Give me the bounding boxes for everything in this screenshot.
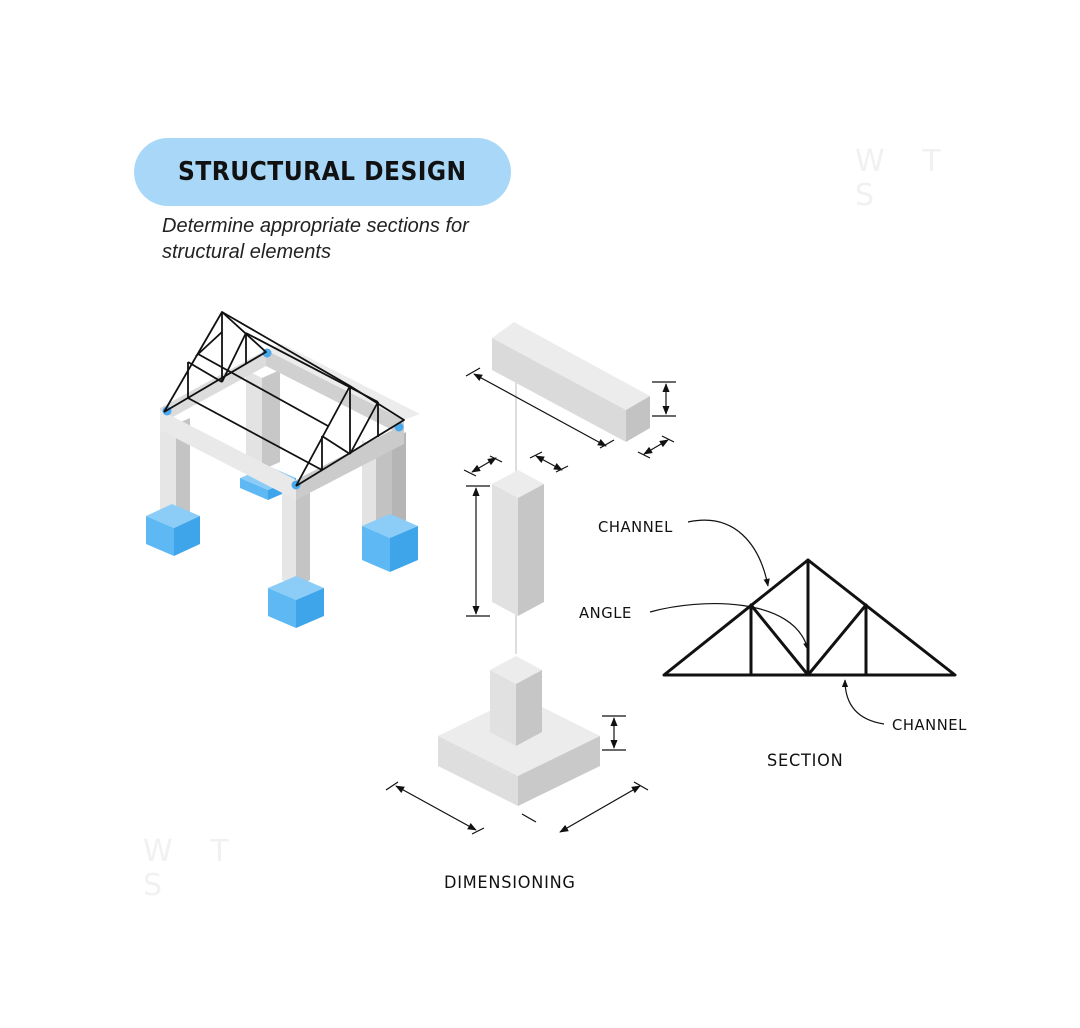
subtitle-line-2: structural elements: [162, 241, 331, 263]
column-front: [282, 492, 296, 588]
title-pill: STRUCTURAL DESIGN: [134, 138, 511, 206]
footing-right: [362, 514, 418, 572]
column-block: [492, 470, 544, 616]
truss-section: [649, 519, 957, 725]
footing-block: [438, 656, 600, 806]
roof-trusses: [163, 311, 405, 487]
footing-front: [268, 576, 324, 628]
watermark-top-right: W T S: [855, 145, 955, 213]
leader-channel-top: [687, 519, 770, 587]
beam-back-right: [266, 350, 404, 436]
column-right: [376, 440, 392, 536]
beam-front-right: [296, 424, 404, 500]
watermark-line: S: [143, 868, 177, 903]
leader-angle: [649, 603, 810, 651]
label-channel-bottom: CHANNEL: [892, 716, 967, 734]
caption-dimensioning: DIMENSIONING: [444, 873, 576, 893]
structural-frame-illustration: [146, 311, 420, 628]
beam-front-left: [160, 410, 296, 500]
label-channel-top: CHANNEL: [598, 518, 673, 536]
watermark-bottom-left: W T S: [143, 835, 243, 903]
leader-channel-bottom: [841, 679, 885, 725]
column-front-left: [160, 416, 176, 520]
column-back: [262, 370, 280, 470]
dimensioning-group: [385, 322, 676, 835]
watermark-line: S: [855, 178, 889, 213]
caption-section: SECTION: [767, 751, 844, 771]
subtitle: Determine appropriate sections for struc…: [162, 213, 522, 265]
watermark-line: W T: [143, 834, 243, 869]
page-title: STRUCTURAL DESIGN: [178, 157, 467, 187]
watermark-line: W T: [855, 144, 955, 179]
subtitle-line-1: Determine appropriate sections for: [162, 215, 469, 237]
dimension-arrows: [385, 367, 676, 835]
label-angle: ANGLE: [579, 604, 632, 622]
footing-front-left: [146, 504, 200, 556]
